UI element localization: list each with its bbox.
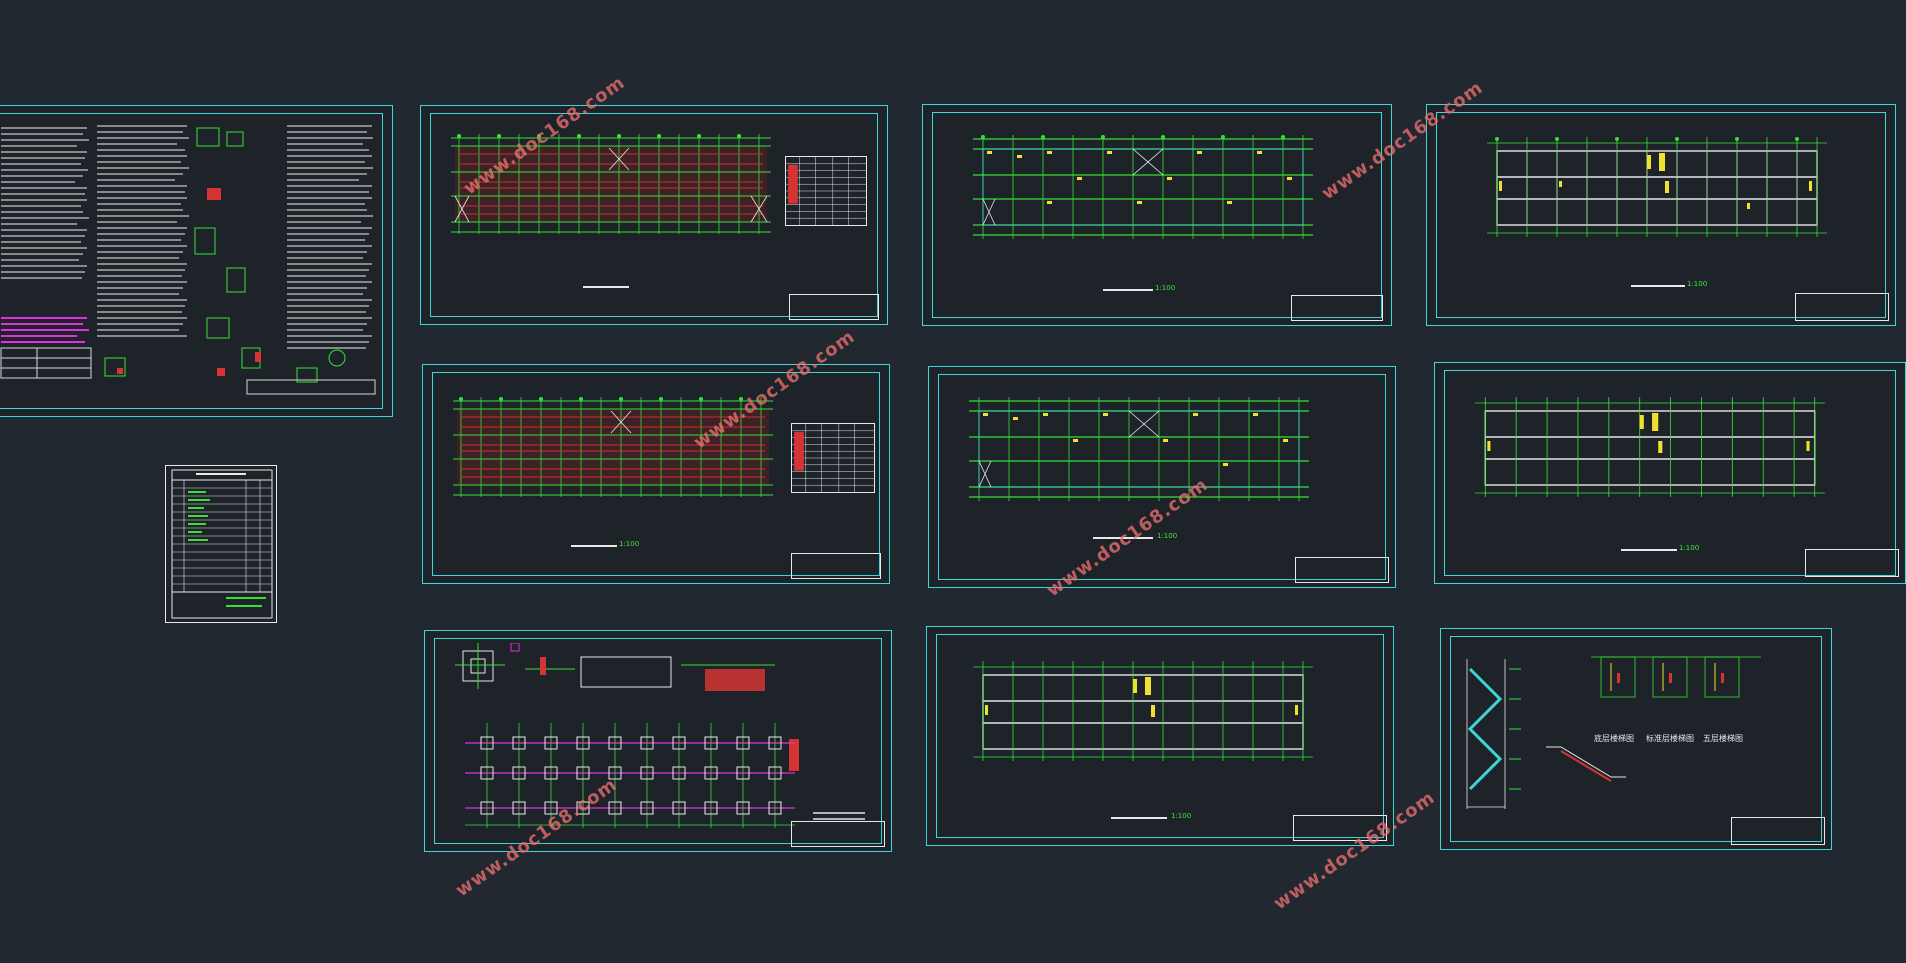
title-block — [791, 821, 885, 847]
scale-label: 1:100 — [1157, 532, 1178, 540]
column-plan-sheet-2[interactable]: 1:100 — [1434, 362, 1906, 584]
drawing-title-underline — [571, 545, 617, 547]
title-block — [789, 294, 879, 320]
sheet-frame — [432, 372, 880, 576]
sheet-frame — [932, 112, 1382, 318]
sheet-frame — [938, 374, 1386, 580]
beam-plan-sheet-2[interactable]: 1:100 — [928, 366, 1396, 588]
column-plan-drawing — [1475, 397, 1825, 497]
beam-plan-drawing — [969, 397, 1309, 501]
stair-section-drawing — [1465, 659, 1525, 809]
stair-flight-detail — [1541, 737, 1631, 787]
scale-label: 1:100 — [1687, 280, 1708, 288]
stair-plans — [1591, 651, 1761, 707]
column-plan-drawing — [1487, 137, 1827, 237]
column-plan-drawing — [973, 661, 1313, 761]
general-notes-frame — [0, 113, 383, 409]
title-block — [1805, 549, 1899, 577]
sheet-frame — [1436, 112, 1886, 318]
foundation-details — [445, 643, 865, 843]
scale-label: 1:100 — [1171, 812, 1192, 820]
drawing-title-underline — [583, 286, 629, 288]
title-block — [1795, 293, 1889, 321]
floor-plan-sheet-1[interactable] — [420, 105, 888, 325]
scale-label: 1:100 — [1679, 544, 1700, 552]
drawing-title-underline — [1111, 817, 1167, 819]
beam-plan-sheet-1[interactable]: 1:100 — [922, 104, 1392, 326]
drawing-index-table — [171, 469, 273, 619]
column-plan-sheet-1[interactable]: 1:100 — [1426, 104, 1896, 326]
title-block — [791, 553, 881, 579]
sheet-frame — [936, 634, 1384, 838]
drawing-title-underline — [1621, 549, 1677, 551]
sheet-frame — [434, 638, 882, 844]
title-block — [1295, 557, 1389, 583]
drawing-title-underline — [1631, 285, 1685, 287]
title-block — [1731, 817, 1825, 845]
floor-plan-drawing — [453, 397, 773, 497]
notes-text-block — [0, 115, 377, 398]
stair-details-sheet[interactable]: 底层楼梯图 标准层楼梯图 五层楼梯图 — [1440, 628, 1832, 850]
sheet-frame — [1444, 370, 1896, 576]
column-plan-sheet-3[interactable]: 1:100 — [926, 626, 1394, 846]
general-notes-sheet[interactable] — [0, 105, 393, 417]
drawing-index-sheet[interactable] — [165, 465, 277, 623]
stair-plan-label-fifth: 五层楼梯图 — [1703, 734, 1743, 743]
stair-plan-label-ground: 底层楼梯图 — [1594, 734, 1634, 743]
rebar-schedule-table — [785, 156, 867, 226]
drawing-title-underline — [1093, 537, 1153, 539]
beam-plan-drawing — [973, 135, 1313, 239]
floor-plan-drawing — [451, 134, 771, 234]
title-block — [1291, 295, 1383, 321]
floor-plan-sheet-2[interactable]: 1:100 — [422, 364, 890, 584]
foundation-plan-sheet[interactable] — [424, 630, 892, 852]
title-block — [1293, 815, 1387, 841]
rebar-schedule-table — [791, 423, 875, 493]
scale-label: 1:100 — [619, 540, 640, 548]
drawing-title-underline — [1103, 289, 1153, 291]
sheet-frame — [430, 113, 878, 317]
stair-plan-label-standard: 标准层楼梯图 — [1646, 734, 1694, 743]
sheet-frame — [1450, 636, 1822, 842]
scale-label: 1:100 — [1155, 284, 1176, 292]
